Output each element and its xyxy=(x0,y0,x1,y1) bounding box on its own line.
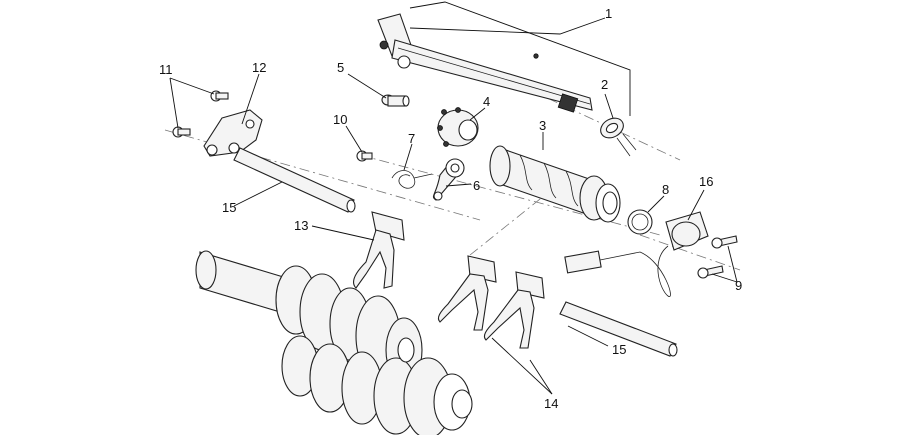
callout-1: 1 xyxy=(605,6,612,21)
callout-5: 5 xyxy=(337,60,344,75)
index-cam xyxy=(437,107,479,147)
index-lever xyxy=(432,158,465,201)
callout-3: 3 xyxy=(539,118,546,133)
callout-16: 16 xyxy=(699,174,713,189)
callout-15-lower: 15 xyxy=(612,342,626,357)
sensor-screws xyxy=(697,235,738,279)
callout-7: 7 xyxy=(408,131,415,146)
callout-11: 11 xyxy=(159,62,173,77)
callout-13: 13 xyxy=(294,218,308,233)
screw xyxy=(356,150,373,162)
callout-15-upper: 15 xyxy=(222,200,236,215)
shift-fork-pair xyxy=(437,255,545,349)
callout-12: 12 xyxy=(252,60,266,75)
callout-10: 10 xyxy=(333,112,347,127)
gear-position-sensor xyxy=(564,211,709,297)
callout-8: 8 xyxy=(662,182,669,197)
o-ring xyxy=(627,209,653,235)
callout-9: 9 xyxy=(735,278,742,293)
gearbox-shafts xyxy=(195,250,473,435)
shift-fork-single xyxy=(353,211,405,289)
callout-2: 2 xyxy=(601,77,608,92)
callout-labels: 1 2 3 4 5 6 7 8 9 10 11 12 13 14 15 15 1… xyxy=(159,6,742,411)
fork-shaft-upper xyxy=(233,147,356,213)
selector-drum xyxy=(489,145,621,223)
pin xyxy=(381,94,410,107)
bracket-plate xyxy=(203,109,263,157)
callout-4: 4 xyxy=(483,94,490,109)
gear-selector-shaft xyxy=(377,13,593,113)
gear-stack xyxy=(275,265,473,435)
leader-lines xyxy=(169,1,738,395)
callout-14: 14 xyxy=(544,396,558,411)
shaft-spring xyxy=(600,117,637,157)
lever-spring xyxy=(391,170,433,189)
fork-shaft-lower xyxy=(559,301,678,357)
callout-6: 6 xyxy=(473,178,480,193)
